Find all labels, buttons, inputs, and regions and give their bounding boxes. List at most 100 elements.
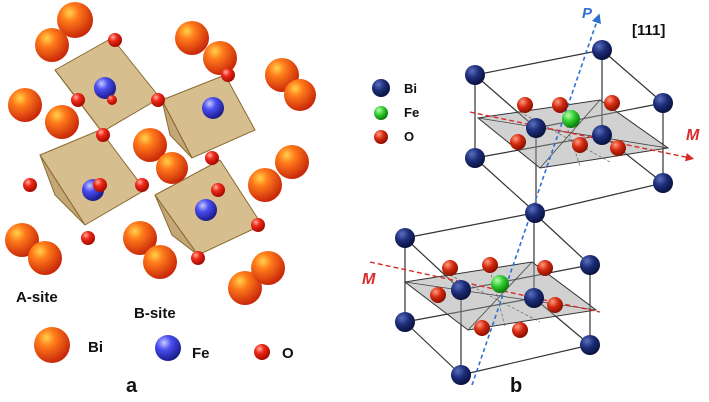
bi-atom	[284, 79, 316, 111]
magnetization-label-upper: M	[686, 127, 700, 144]
magnetization-arrow-upper	[469, 111, 695, 162]
bi-atoms-panel-a	[5, 2, 316, 305]
bi-atom	[35, 28, 69, 62]
o-atom	[474, 320, 490, 336]
o-atom	[604, 95, 620, 111]
bi-atom	[28, 241, 62, 275]
o-atom	[23, 178, 37, 192]
lower-fe-o-plane	[403, 261, 598, 331]
bi-atom	[465, 148, 485, 168]
bi-atom	[526, 118, 546, 138]
o-legend-label: O	[404, 129, 414, 144]
magnetization-label-lower: M	[362, 271, 376, 288]
o-atom	[151, 93, 165, 107]
o-atom	[107, 95, 117, 105]
fe-atom	[94, 77, 116, 99]
o-atom	[512, 322, 528, 338]
bi-atom	[251, 251, 285, 285]
bi-atom	[8, 88, 42, 122]
bi-legend-icon	[372, 79, 390, 97]
bi-atom	[248, 168, 282, 202]
bi-atom	[592, 40, 612, 60]
fe-legend-label: Fe	[404, 105, 419, 120]
bi-atom	[524, 288, 544, 308]
fe-legend-icon	[155, 335, 181, 361]
o-atom	[191, 251, 205, 265]
bi-atom	[653, 93, 673, 113]
o-atom	[205, 151, 219, 165]
o-atom	[552, 97, 568, 113]
o-atom	[108, 33, 122, 47]
legend-panel-a: Bi Fe O	[34, 327, 294, 363]
a-site-label: A-site	[16, 289, 58, 306]
o-atom	[211, 183, 225, 197]
o-legend-icon	[374, 130, 388, 144]
polarization-arrow	[471, 13, 601, 386]
o-atom	[510, 134, 526, 150]
octahedron	[39, 129, 146, 226]
bi-atom	[451, 280, 471, 300]
bi-atom	[57, 2, 93, 38]
o-atom	[93, 178, 107, 192]
o-atom	[135, 178, 149, 192]
bi-atom	[5, 223, 39, 257]
bi-atom	[451, 365, 471, 385]
o-atom	[537, 260, 553, 276]
fe-atom	[491, 275, 509, 293]
b-site-label: B-site	[134, 305, 176, 322]
o-atom	[221, 68, 235, 82]
bi-atom	[653, 173, 673, 193]
polarization-label: P	[582, 5, 593, 22]
o-atom	[96, 128, 110, 142]
upper-cell-atoms	[465, 40, 673, 193]
bi-atom	[275, 145, 309, 179]
octahedron-face	[161, 99, 193, 159]
o-atom	[81, 231, 95, 245]
panel-b-structure: Bi Fe O	[362, 5, 700, 397]
o-atoms-panel-a	[23, 33, 265, 265]
o-atom	[430, 287, 446, 303]
o-atom	[547, 297, 563, 313]
bi-atom	[203, 41, 237, 75]
bi-atom	[228, 271, 262, 305]
panel-a-structure: A-site B-site Bi Fe O a	[5, 2, 316, 397]
o-atom	[442, 260, 458, 276]
o-atom	[572, 137, 588, 153]
bi-atom	[395, 312, 415, 332]
bi-atom	[592, 125, 612, 145]
fe-legend-label: Fe	[192, 345, 210, 362]
o-legend-label: O	[282, 345, 294, 362]
bi-legend-label: Bi	[88, 339, 103, 356]
fe-atom	[562, 110, 580, 128]
o-atom	[71, 93, 85, 107]
bi-atom	[123, 221, 157, 255]
direction-label: [111]	[632, 22, 665, 39]
o-legend-icon	[254, 344, 270, 360]
bi-atom	[133, 128, 167, 162]
panel-b-label: b	[510, 375, 522, 397]
lower-cell-atoms	[395, 228, 600, 385]
bi-atom	[156, 152, 188, 184]
bi-atom	[580, 335, 600, 355]
fe-atom	[195, 199, 217, 221]
fe-atoms-panel-a	[82, 77, 224, 221]
bi-atom	[395, 228, 415, 248]
o-atom	[610, 140, 626, 156]
o-atom	[517, 97, 533, 113]
bi-legend-icon	[34, 327, 70, 363]
octahedron-face	[154, 194, 199, 256]
bi-atom-shared-corner	[525, 203, 545, 223]
o-atom	[482, 257, 498, 273]
bi-atom	[45, 105, 79, 139]
panel-a-label: a	[126, 375, 138, 397]
bi-atom	[143, 245, 177, 279]
bi-atom	[175, 21, 209, 55]
upper-unit-cell	[474, 49, 664, 214]
legend-panel-b: Bi Fe O	[372, 79, 419, 144]
bi-legend-label: Bi	[404, 81, 417, 96]
octahedron-face	[39, 154, 86, 226]
fe-legend-icon	[374, 106, 388, 120]
fe-atom	[202, 97, 224, 119]
bi-atom	[465, 65, 485, 85]
